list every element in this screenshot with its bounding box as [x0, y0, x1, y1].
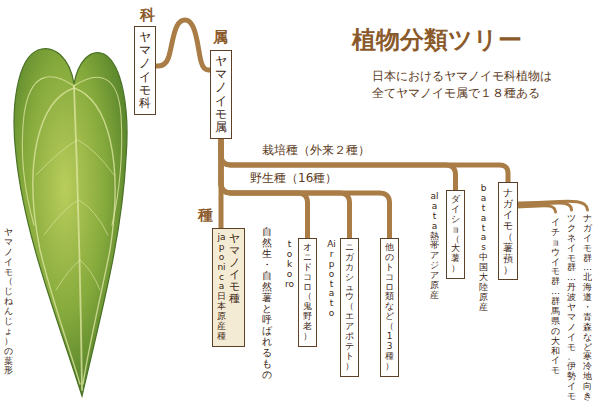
leaf-blade — [14, 49, 127, 396]
branch-label: 栽培種（外来２種） — [262, 143, 370, 157]
box-label: ヤマノイモ種 — [229, 233, 240, 306]
origin-note: batatas 中国大陸原産 — [479, 184, 488, 313]
species-box: 他のトコロ類など（13種） — [380, 238, 399, 377]
box-label: 他のトコロ類など（13種） — [385, 243, 394, 372]
branch-label: 野生種（16種） — [250, 171, 337, 185]
tree-branch — [156, 20, 210, 70]
leaf-caption: ヤマノイモ（じねんじょ）の葉形 — [4, 228, 13, 376]
box-label: ナガイモ（薯蕷） — [503, 187, 513, 275]
leaf-vein — [74, 88, 115, 384]
group-leader-lines — [512, 201, 588, 212]
cultivar-group: ナガイモ群…北海道・青森など寒冷地向き — [583, 214, 592, 402]
cultivar-group: ツクネイモ群…丹波ヤマノイモ、伊勢イモ — [567, 214, 576, 402]
rank-label: 種 — [198, 206, 213, 224]
leaf-illustration — [14, 49, 127, 396]
origin-note: alata 熱帯アジア原産 — [430, 192, 439, 301]
note-text: 自然生・自然薯 と呼ばれるもの — [262, 226, 272, 380]
branch-line — [512, 206, 556, 212]
latin-name: tokoro — [285, 240, 294, 289]
cultivar-group: イチョウイモ群…群馬県の大和イモ — [551, 218, 560, 376]
family-box: ヤマノイモ科 — [134, 26, 156, 115]
leaf-veins — [22, 77, 121, 390]
leaf-vein — [74, 77, 122, 225]
species-box: ダイショ（大薯） — [446, 190, 465, 279]
rank-label: 属 — [213, 28, 228, 46]
box-label: ヤマノイモ科 — [139, 31, 151, 110]
species-box: オニドコロ（鬼野老） — [298, 238, 317, 347]
subtitle-note: 日本におけるヤマノイモ科植物は 全てヤマノイモ属で１８種ある — [372, 68, 562, 102]
species-box: ヤマノイモ種japonica 日本原産種 — [212, 228, 245, 347]
species-box: ナガイモ（薯蕷） — [498, 182, 518, 280]
latin-name: Air potato — [327, 240, 336, 319]
species-box: ニガカシュウ（エアポテト） — [340, 238, 359, 377]
box-label: ダイショ（大薯） — [451, 195, 460, 274]
leaf-midrib — [74, 86, 82, 390]
box-label: ヤマノイモ属 — [215, 55, 227, 134]
tree-branch — [221, 139, 390, 238]
leaf-vein — [33, 88, 80, 384]
genus-box: ヤマノイモ属 — [210, 50, 232, 139]
leaf-vein — [22, 77, 74, 225]
box-sublabel: japonica 日本原産種 — [217, 233, 226, 342]
diagram-title: 植物分類ツリー — [352, 26, 522, 55]
box-label: オニドコロ（鬼野老） — [303, 243, 312, 342]
leaf-vein — [36, 140, 114, 290]
box-label: ニガカシュウ（エアポテト） — [345, 243, 354, 372]
rank-label: 科 — [140, 6, 155, 24]
